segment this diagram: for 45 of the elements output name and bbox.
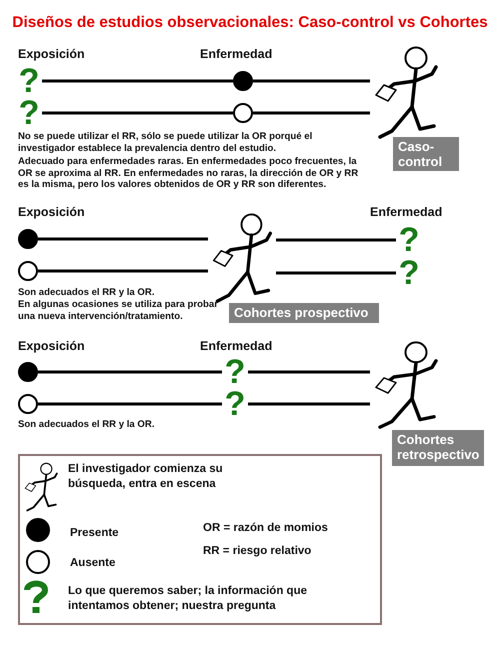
timeline-line xyxy=(38,270,208,272)
question-mark: ? xyxy=(16,66,42,96)
timeline-line xyxy=(248,370,370,374)
axis-heading: Enfermedad xyxy=(370,205,442,219)
note-text: No se puede utilizar el RR, sólo se puede utilizar la OR porqué el investigador establece la prevalencia dentro del estudio. xyxy=(18,131,314,154)
legend-text: Presente xyxy=(70,526,120,541)
study-design-label: Caso-control xyxy=(393,137,459,171)
question-mark: ? xyxy=(16,98,42,128)
question-mark: ? xyxy=(396,258,422,288)
filled-circle-marker xyxy=(18,229,38,249)
timeline-line xyxy=(38,402,222,406)
filled-circle-marker xyxy=(233,71,253,91)
question-mark: ? xyxy=(222,357,248,387)
legend-text: Lo que queremos saber; la información que intentamos obtener; nuestra pregunta xyxy=(68,584,308,614)
hollow-circle-marker xyxy=(18,394,38,414)
timeline-line xyxy=(253,80,370,82)
question-mark: ? xyxy=(396,225,422,255)
note-text: Son adecuados el RR y la OR. xyxy=(18,287,156,299)
hollow-circle-marker xyxy=(233,103,253,123)
hollow-circle-marker xyxy=(18,261,38,281)
title: Diseños de estudios observacionales: Caso-control vs Cohortes xyxy=(11,14,489,32)
note-text: En algunas ocasiones se utiliza para probar una nueva intervención/tratamiento. xyxy=(18,299,218,322)
axis-heading: Exposición xyxy=(18,205,85,219)
filled-circle-marker xyxy=(18,362,38,382)
timeline-line xyxy=(38,238,208,240)
note-text: Son adecuados el RR y la OR. xyxy=(18,419,156,431)
note-text: Adecuado para enfermedades raras. En enfermedades poco frecuentes, la OR se aproxima al RR. En enfermedades no raras, la dirección de OR y RR es la misma, pero los valores obtenidos de OR y RR son diferentes. xyxy=(18,156,360,191)
axis-heading: Enfermedad xyxy=(200,47,272,61)
timeline-line xyxy=(276,272,396,274)
axis-heading: Exposición xyxy=(18,339,85,353)
axis-heading: Exposición xyxy=(18,47,85,61)
axis-heading: Enfermedad xyxy=(200,339,272,353)
timeline-line xyxy=(276,238,396,242)
timeline-line xyxy=(42,80,233,82)
abbreviation-text: RR = riesgo relativo xyxy=(203,544,312,559)
study-design-label: Cohortes retrospectivo xyxy=(392,430,484,466)
abbreviation-text: OR = razón de momios xyxy=(203,521,328,536)
legend-text: Ausente xyxy=(70,556,116,571)
study-design-label: Cohortes prospectivo xyxy=(229,303,379,323)
timeline-line xyxy=(248,402,370,406)
question-mark: ? xyxy=(222,389,248,419)
timeline-line xyxy=(42,112,233,114)
timeline-line xyxy=(253,112,370,114)
legend-text: El investigador comienza su búsqueda, entra en escena xyxy=(68,462,224,492)
timeline-line xyxy=(38,370,222,374)
